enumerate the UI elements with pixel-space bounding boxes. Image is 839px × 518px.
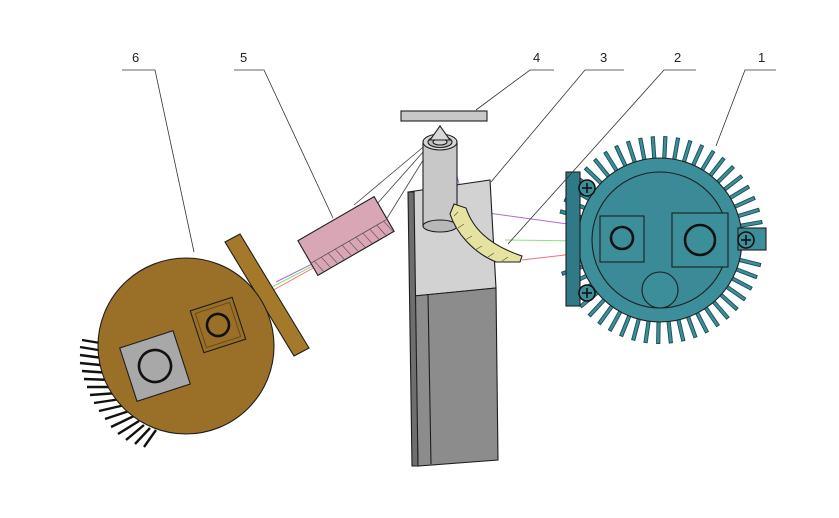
cooling-fin-face [615, 146, 627, 168]
cooling-fin-face [735, 267, 757, 279]
cooling-fin-face [737, 208, 759, 218]
cooling-fin-face [691, 145, 703, 167]
cooling-fin-face [651, 137, 656, 160]
callout-5-label: 5 [240, 50, 247, 65]
cooling-fin-face [739, 220, 762, 228]
cooling-fin-face [704, 306, 719, 327]
cooling-fin-face [672, 138, 680, 161]
cooling-fin-face [639, 138, 646, 161]
left-mount-plate [224, 233, 310, 357]
cooling-fin-face [682, 141, 692, 163]
column-lower-front [413, 287, 499, 467]
cooling-fin-face [708, 158, 725, 177]
callout-2: 2 [507, 50, 696, 245]
callout-2-label: 2 [674, 50, 681, 65]
callout-4: 4 [475, 50, 554, 111]
cooling-fin-face [723, 175, 742, 192]
cooling-fin-face [677, 318, 685, 341]
cooling-fin-face [604, 152, 619, 172]
cooling-fin-face [632, 317, 641, 340]
right-mount-flange [565, 171, 581, 307]
filter-block [297, 195, 395, 277]
probe-tip [428, 125, 452, 141]
cooling-fin-face [719, 293, 738, 310]
top-plate [400, 110, 488, 122]
right-source-housing [559, 135, 767, 345]
cooling-fin-face [700, 151, 715, 172]
callout-3: 3 [490, 50, 624, 183]
lens-body [449, 203, 523, 263]
cooling-fin-face [588, 298, 606, 317]
cooling-fin-face [585, 167, 603, 185]
right-port-left [599, 215, 645, 263]
callout-6-label: 6 [132, 50, 139, 65]
callout-5: 5 [234, 50, 334, 219]
right-port-bottom [641, 271, 679, 309]
filter-body [297, 195, 395, 277]
cooling-fin-face [716, 166, 734, 184]
cooling-fin-face [663, 137, 667, 160]
callout-6: 6 [122, 50, 195, 253]
cooling-fin-face [620, 314, 631, 336]
cooling-fin-face [733, 197, 755, 209]
right-port-right [671, 212, 729, 268]
cooling-fin-face [609, 310, 622, 331]
screw-bottom [578, 284, 596, 302]
curved-lens [449, 203, 523, 263]
cooling-fin-face [686, 315, 697, 338]
sample-plate [400, 110, 488, 122]
callout-1: 1 [715, 50, 776, 147]
cooling-fin-face [644, 320, 650, 343]
cooling-fin-face [667, 320, 672, 343]
cooling-fin-face [730, 276, 752, 290]
callout-3-label: 3 [600, 50, 607, 65]
cooling-fin-face [738, 258, 761, 267]
cooling-fin-face [728, 185, 749, 200]
screw-right [737, 231, 755, 249]
column-stage [407, 125, 499, 467]
cooling-fin-face [725, 285, 746, 301]
callout-4-label: 4 [533, 50, 540, 65]
cooling-fin-face [598, 304, 614, 325]
callouts: 1 2 3 4 5 6 [122, 50, 776, 253]
callout-1-label: 1 [758, 50, 765, 65]
cooling-fin-face [594, 159, 610, 178]
column-side-strip [407, 191, 419, 467]
cooling-fin-face [695, 311, 708, 333]
left-detector-housing [79, 233, 310, 448]
cooling-fin-face [627, 141, 637, 164]
probe-barrel-bottom [422, 219, 458, 233]
screw-top [578, 179, 596, 197]
cooling-fin-face [712, 300, 729, 319]
